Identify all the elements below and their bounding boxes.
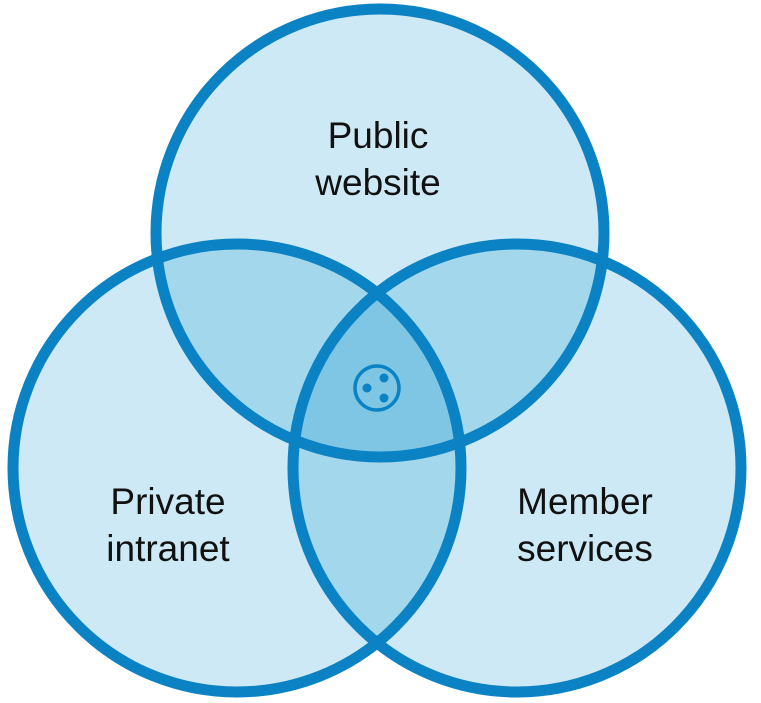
public-website-label-line1: Public: [327, 115, 429, 156]
three-dots-circle-icon: [353, 364, 401, 412]
private-intranet-label: Private intranet: [68, 478, 268, 572]
private-intranet-outline: [7, 238, 467, 698]
private-intranet-label-line1: Private: [110, 481, 226, 522]
public-website-label: Public website: [278, 112, 478, 206]
member-services-label: Member services: [485, 478, 685, 572]
private-intranet-label-line2: intranet: [106, 528, 230, 569]
member-services-outline: [287, 238, 747, 698]
member-services-label-line1: Member: [517, 481, 653, 522]
public-website-label-line2: website: [315, 162, 441, 203]
overlap-center: [293, 244, 461, 457]
member-services-label-line2: services: [517, 528, 653, 569]
public-website-outline: [150, 3, 610, 463]
